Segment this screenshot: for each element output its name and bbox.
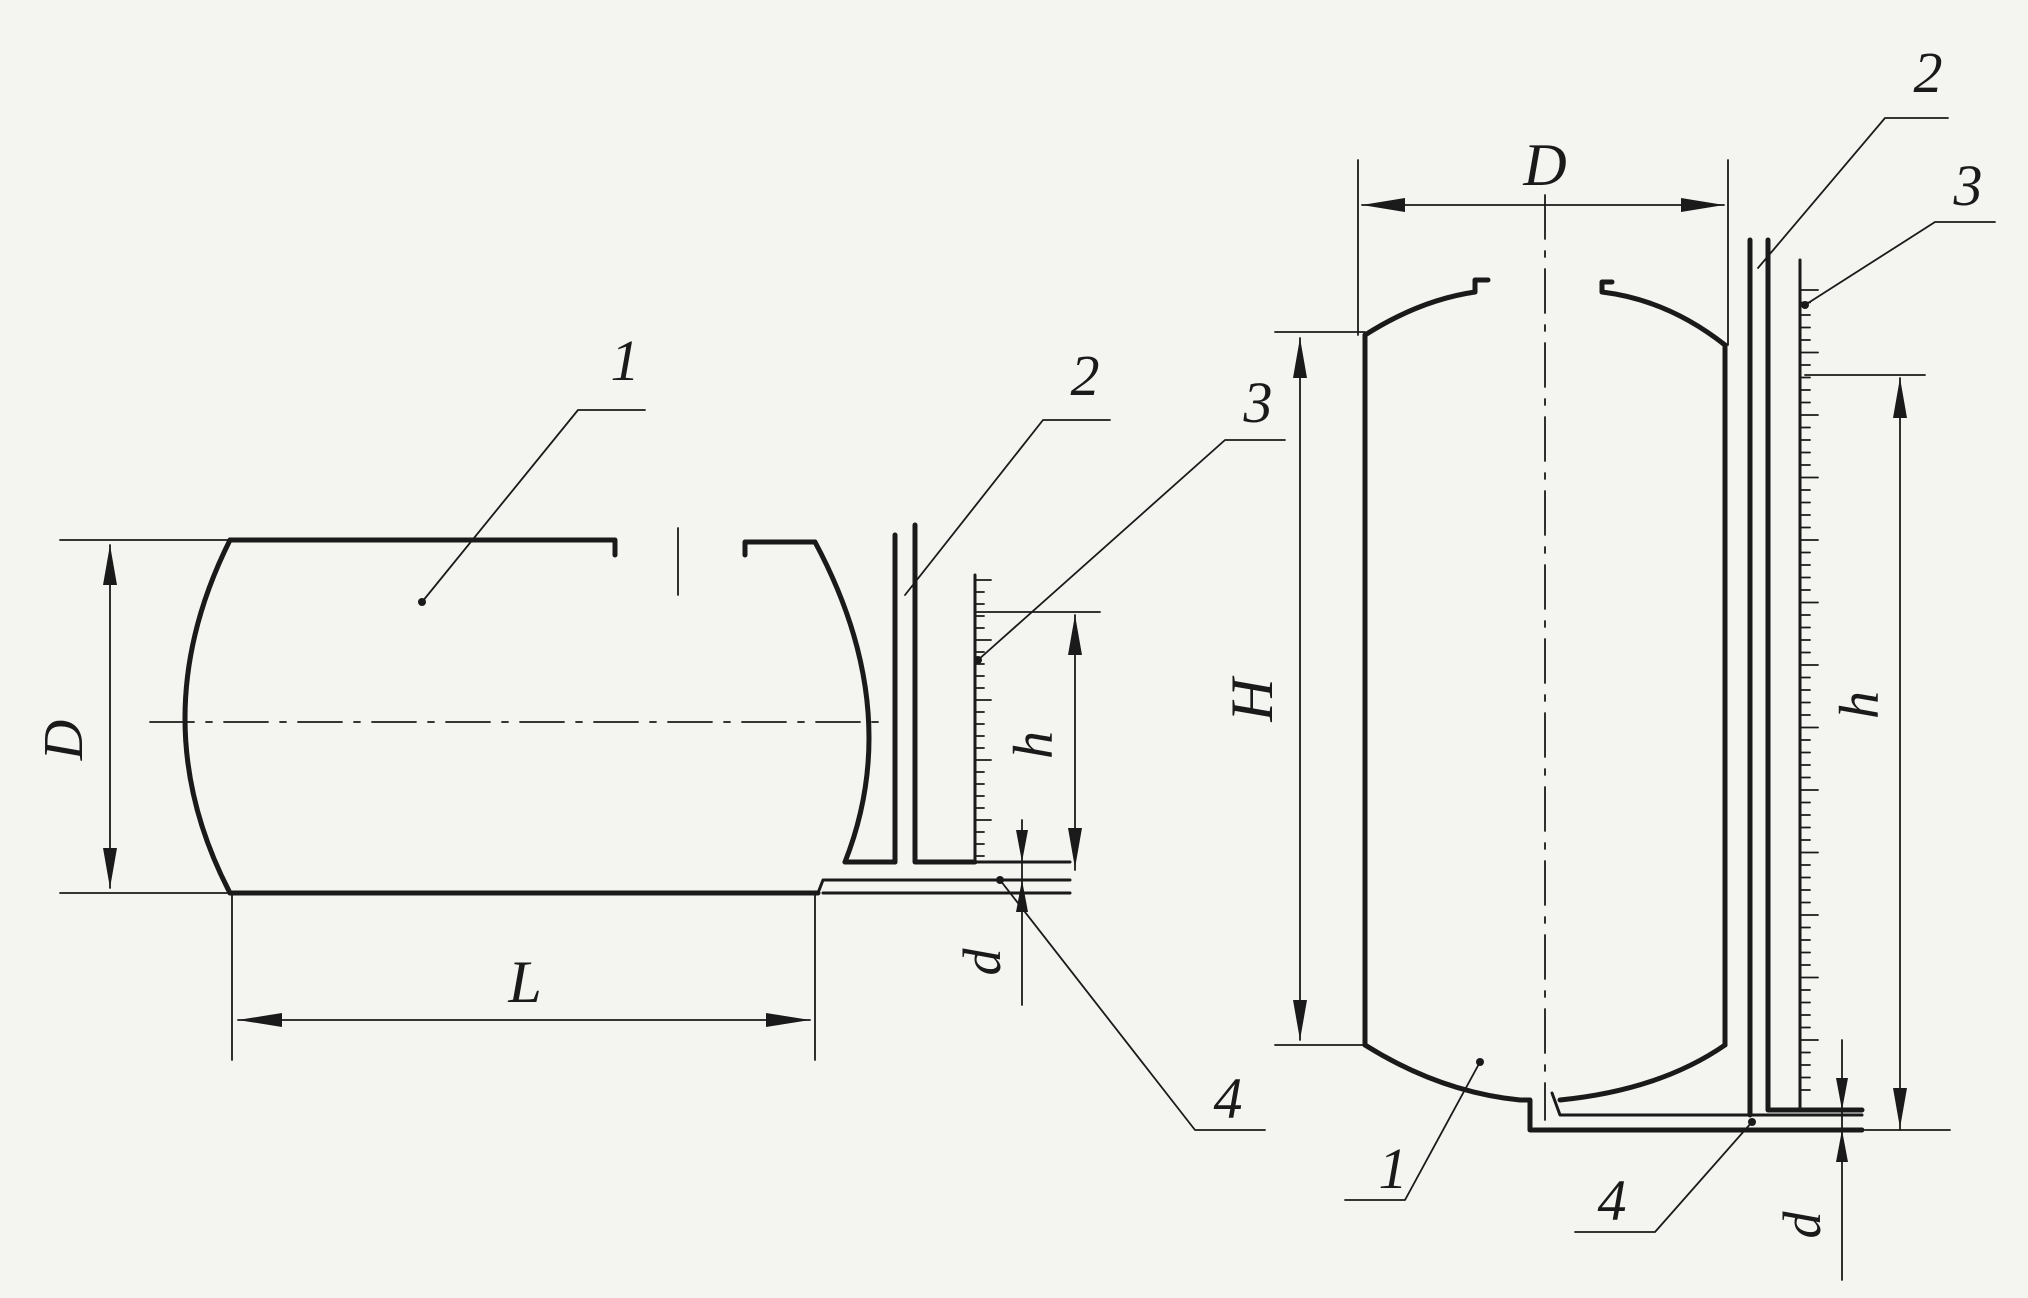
label-part-4: 4 bbox=[1214, 1066, 1243, 1131]
horizontal-dim-diameter: D bbox=[33, 539, 231, 894]
horizontal-tank-body bbox=[149, 527, 1072, 896]
tank-bottom-right-cap bbox=[1557, 1042, 1728, 1103]
vertical-scale-ticks bbox=[1799, 289, 1819, 1091]
horizontal-tank-figure: D L h d 1 2 bbox=[33, 328, 1286, 1131]
label-offset: d bbox=[1772, 1211, 1832, 1239]
horizontal-leaders: 1 2 3 4 bbox=[418, 328, 1286, 1131]
gauge-scale-bar bbox=[1798, 258, 1862, 1112]
label-height: H bbox=[1219, 675, 1285, 723]
label-level: h bbox=[1003, 731, 1065, 759]
vertical-tank-figure: D H h d 2 3 bbox=[1219, 40, 1996, 1281]
horizontal-dim-level: h bbox=[1003, 614, 1082, 871]
vertical-gauge-assembly bbox=[1747, 237, 1951, 1131]
horizontal-dim-length: L bbox=[231, 894, 816, 1061]
tank-top-wall-right bbox=[742, 539, 818, 558]
label-part-1: 1 bbox=[611, 328, 640, 393]
label-diameter: D bbox=[1522, 132, 1566, 198]
vertical-dim-offset: d bbox=[1772, 1039, 1848, 1281]
vertical-dim-level: h bbox=[1829, 377, 1907, 1131]
label-offset: d bbox=[952, 948, 1012, 976]
tank-bottom-cap bbox=[1362, 1042, 1865, 1133]
tank-outlet-pipe bbox=[816, 878, 1072, 895]
label-part-2: 2 bbox=[1914, 40, 1943, 105]
leader-part-4 bbox=[1574, 1121, 1753, 1233]
leader-part-3 bbox=[977, 439, 1286, 661]
leader-part-3 bbox=[1804, 221, 1996, 306]
label-part-1: 1 bbox=[1379, 1136, 1408, 1201]
leader-part-1 bbox=[421, 409, 646, 603]
tank-top-wall-left bbox=[227, 537, 618, 558]
tank-right-end-cap bbox=[812, 539, 872, 865]
tank-outlet-pipe bbox=[1550, 1091, 1864, 1117]
label-part-4: 4 bbox=[1598, 1168, 1627, 1233]
gauge-scale-bar bbox=[973, 573, 1072, 864]
tank-left-end-cap bbox=[182, 537, 233, 896]
label-part-3: 3 bbox=[1243, 370, 1273, 435]
label-part-2: 2 bbox=[1071, 343, 1100, 408]
horizontal-dim-offset: d bbox=[952, 819, 1028, 1006]
vertical-leaders: 2 3 1 4 bbox=[1344, 40, 1996, 1233]
leader-part-2 bbox=[904, 419, 1111, 596]
label-part-3: 3 bbox=[1953, 153, 1983, 218]
leader-part-1 bbox=[1344, 1061, 1481, 1201]
leader-part-4 bbox=[999, 879, 1266, 1131]
horizontal-gauge-assembly bbox=[892, 522, 1101, 865]
label-diameter: D bbox=[33, 720, 95, 761]
gauge-glass-tube-right bbox=[1765, 237, 1865, 1113]
tank-top-left-cap bbox=[1362, 277, 1491, 338]
leader-part-2 bbox=[1757, 117, 1949, 269]
gauge-glass-tube-right bbox=[912, 522, 978, 865]
vertical-dim-height: H bbox=[1219, 331, 1366, 1046]
tank-top-right-cap bbox=[1599, 279, 1728, 348]
label-level: h bbox=[1829, 691, 1891, 719]
vertical-tank-body bbox=[1362, 194, 1865, 1133]
label-length: L bbox=[507, 949, 541, 1015]
vertical-dim-diameter: D bbox=[1357, 132, 1729, 346]
horizontal-scale-ticks bbox=[974, 579, 992, 857]
